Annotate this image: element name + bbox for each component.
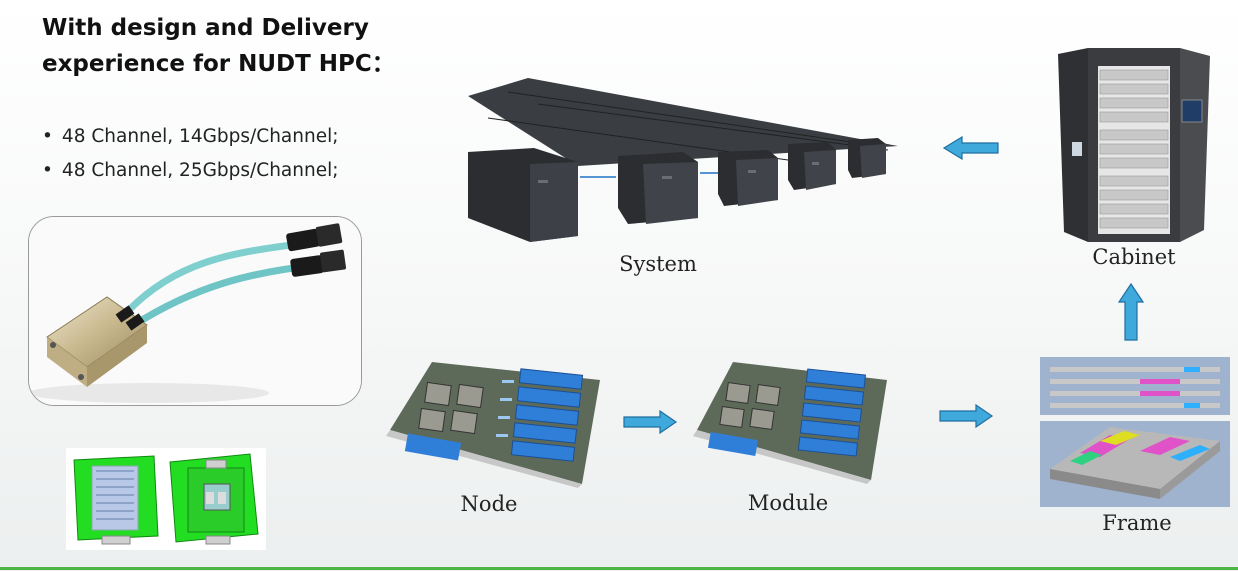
cabinet-illustration: [1058, 48, 1210, 242]
heatsink-part-back: [169, 453, 259, 545]
spec-bullet-list: 48 Channel, 14Gbps/Channel; 48 Channel, …: [42, 120, 339, 188]
frame-illustration: [1040, 357, 1230, 507]
module-illustration: [693, 362, 887, 484]
title-line-1: With design and Delivery: [42, 15, 369, 41]
spec-bullet: 48 Channel, 14Gbps/Channel;: [42, 120, 339, 154]
arrow-right-icon: [623, 410, 678, 434]
spec-bullet: 48 Channel, 25Gbps/Channel;: [42, 154, 339, 188]
transceiver-illustration: [29, 217, 361, 405]
stage-label-module: Module: [747, 491, 829, 515]
title-line-2: experience for NUDT HPC：: [42, 51, 395, 77]
heatsink-parts: [66, 448, 266, 550]
arrow-left-icon: [942, 136, 999, 160]
stage-label-node: Node: [460, 492, 518, 516]
frame-top-view: [1050, 367, 1220, 408]
node-illustration: [386, 362, 600, 488]
arrow-up-icon: [1117, 282, 1145, 341]
page-title: With design and Delivery experience for …: [42, 10, 402, 82]
bottom-accent-line: [0, 567, 1238, 570]
stage-label-frame: Frame: [1102, 511, 1172, 535]
frame-iso-view: [1050, 427, 1220, 499]
system-illustration: [468, 78, 898, 242]
stage-label-cabinet: Cabinet: [1092, 245, 1176, 269]
transceiver-photo: [28, 216, 362, 406]
arrow-right-icon: [939, 404, 994, 428]
heatsink-part-front: [73, 455, 159, 545]
stage-label-system: System: [619, 252, 697, 276]
